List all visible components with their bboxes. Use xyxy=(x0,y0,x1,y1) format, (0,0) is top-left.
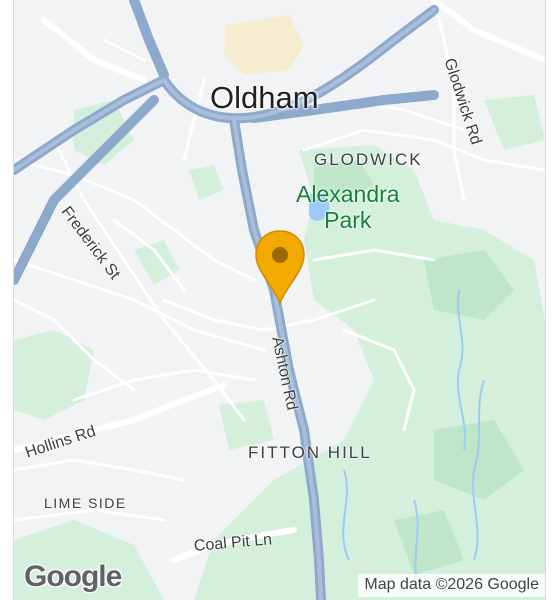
dark-green-patches xyxy=(314,160,524,575)
map-view[interactable]: Oldham GLODWICK Alexandra Park FITTON HI… xyxy=(13,0,546,600)
district-label-fitton-hill: FITTON HILL xyxy=(248,443,372,462)
district-label-lime-side: LIME SIDE xyxy=(44,495,127,511)
ring-road-north xyxy=(249,90,439,123)
highway-casing xyxy=(14,8,436,600)
city-label-oldham: Oldham xyxy=(210,80,319,115)
west-spur xyxy=(14,95,159,285)
map-attribution[interactable]: Map data ©2026 Google xyxy=(358,574,545,597)
google-logo[interactable]: Google xyxy=(24,560,122,593)
map-canvas[interactable] xyxy=(14,0,545,600)
lake xyxy=(309,193,330,222)
map-pin-icon[interactable] xyxy=(254,229,306,305)
minor-roads xyxy=(14,0,545,522)
park-label-alexandra-park: Alexandra Park xyxy=(296,181,400,233)
town-centre-area xyxy=(224,15,304,75)
ring-road-west xyxy=(129,0,169,80)
district-label-glodwick: GLODWICK xyxy=(314,150,423,169)
roads xyxy=(14,0,545,563)
